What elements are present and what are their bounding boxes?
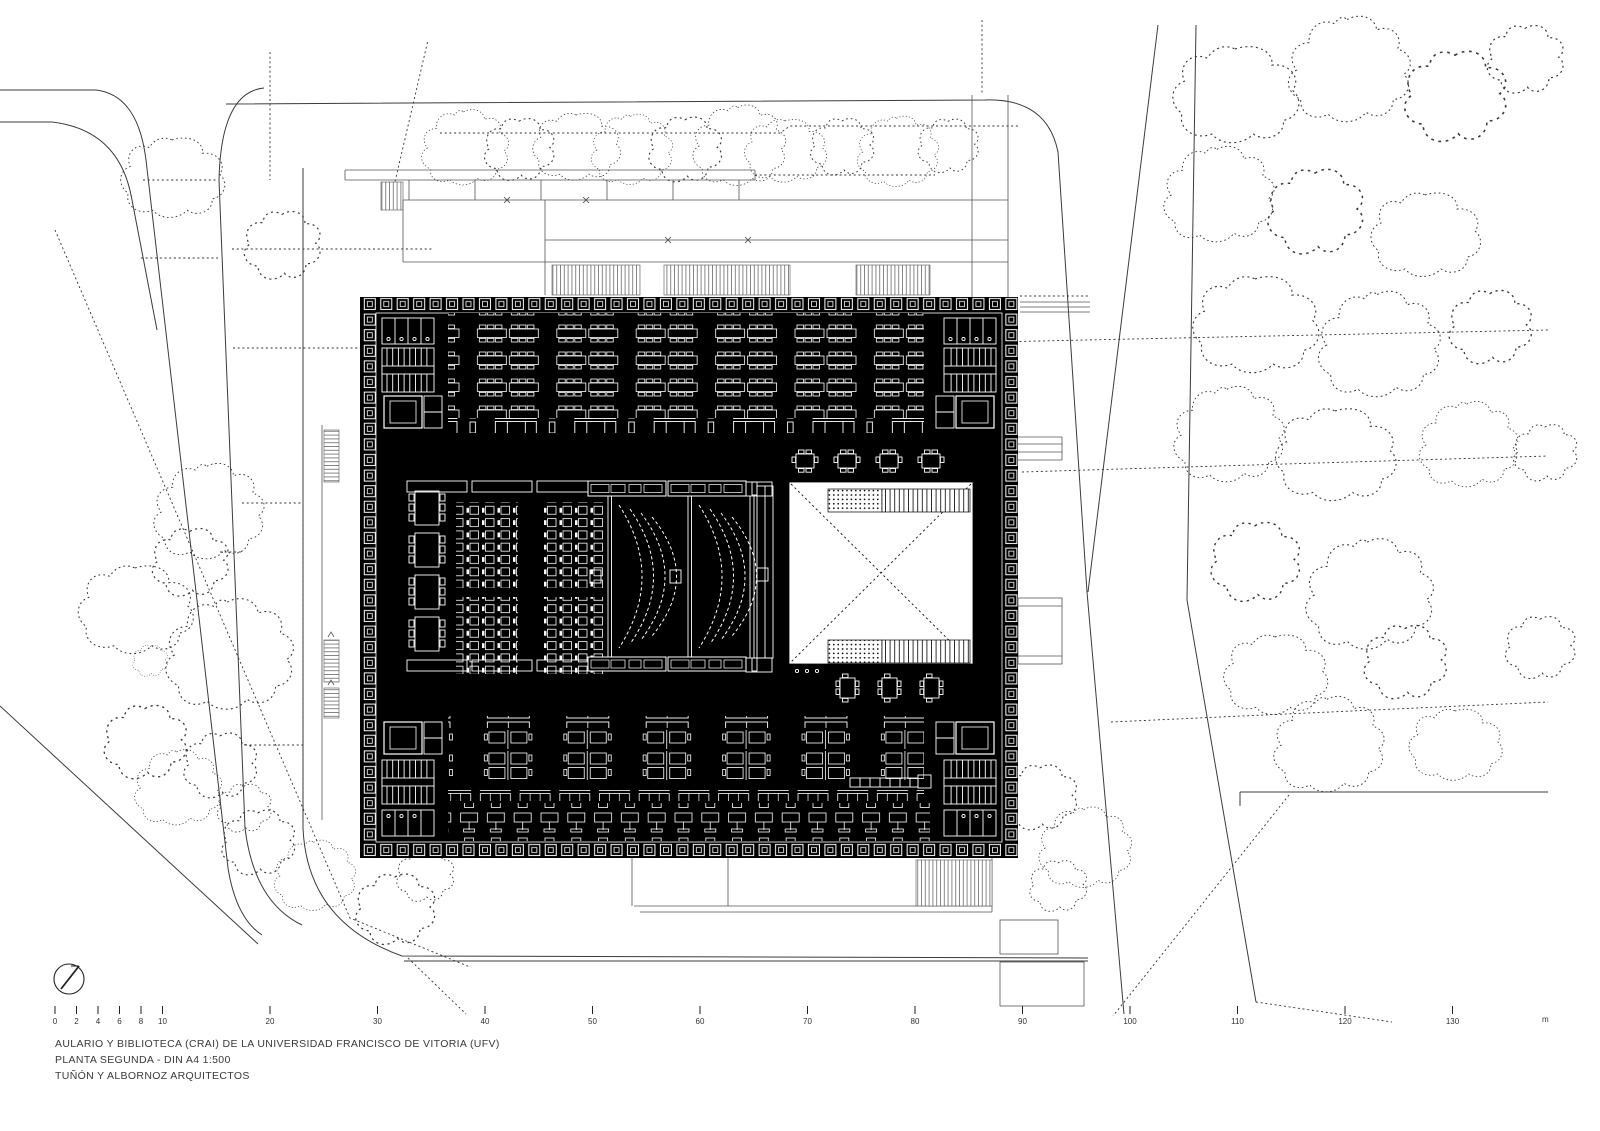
pergola-and-walkways [323,169,1085,1007]
architect-name: TUÑÓN Y ALBORNOZ ARQUITECTOS [55,1069,250,1082]
east-bridge-south [1017,597,1063,665]
scale-tick-label: 130 [1446,1017,1460,1026]
scale-tick-label: 2 [74,1017,79,1026]
courtyard-void [788,481,974,665]
east-bridge-north [1018,436,1063,461]
north-arrow-icon [53,963,85,995]
entry-stair-north-3 [855,264,931,296]
project-title: AULARIO Y BIBLIOTECA (CRAI) DE LA UNIVER… [55,1038,500,1050]
void-cross-marks [790,483,972,663]
scale-tick-label: 0 [53,1017,58,1026]
exterior-stair-nw [380,181,404,211]
courtyard-stair-bottom [881,639,971,664]
courtyard-stair-top [881,488,971,513]
scale-tick-label: 10 [158,1017,167,1026]
facade-modules [360,297,1018,858]
scale-tick-label: 20 [266,1017,275,1026]
exterior-ramp-west-3 [323,687,340,719]
building-footprint [360,297,1018,858]
column-dots [794,668,820,674]
scale-tick-label: 70 [803,1017,812,1026]
study-desk-row [448,803,930,841]
reading-carrels [406,480,610,674]
scale-tick-label: 40 [481,1017,490,1026]
scale-tick-label: 8 [139,1017,144,1026]
shelf-strip [756,485,774,659]
scale-tick-label: 6 [117,1017,122,1026]
escalator-grid-top [827,488,883,513]
dotted-site-lines [54,20,1549,1023]
exterior-ramp-west-1 [323,429,340,483]
issue-counter [849,774,932,789]
sheet-title: PLANTA SEGUNDA - DIN A4 1:500 [55,1054,231,1066]
scale-tick-label: 80 [911,1017,920,1026]
entry-stair-north-1 [551,264,641,296]
wall-table-row [448,790,924,801]
scale-unit-label: m [1542,1015,1549,1024]
scale-tick-label: 50 [588,1017,597,1026]
scale-tick-label: 90 [1018,1017,1027,1026]
door-swing-marks [503,196,752,244]
scale-tick-label: 60 [696,1017,705,1026]
teacher-desk-row [448,418,924,433]
escalator-grid-bottom [827,639,883,664]
exterior-ramp-west-2 [323,639,340,683]
scale-tick-label: 4 [96,1017,101,1026]
entry-stair-north-2 [663,264,791,296]
scale-tick-label: 30 [373,1017,382,1026]
scale-bar: 0 2 4 6 8 10 20 30 40 50 60 70 80 90 100 110 120 130 [53,1006,1460,1026]
south-plaza [631,858,1085,1007]
scale-tick-label: 100 [1123,1017,1137,1026]
scale-tick-label: 120 [1338,1017,1352,1026]
classroom-seating-zone [448,313,924,421]
title-block: AULARIO Y BIBLIOTECA (CRAI) DE LA UNIVER… [55,1038,500,1082]
scale-tick-label: 110 [1231,1017,1244,1026]
library-table-clusters [448,730,924,780]
shelf-row [448,716,924,728]
